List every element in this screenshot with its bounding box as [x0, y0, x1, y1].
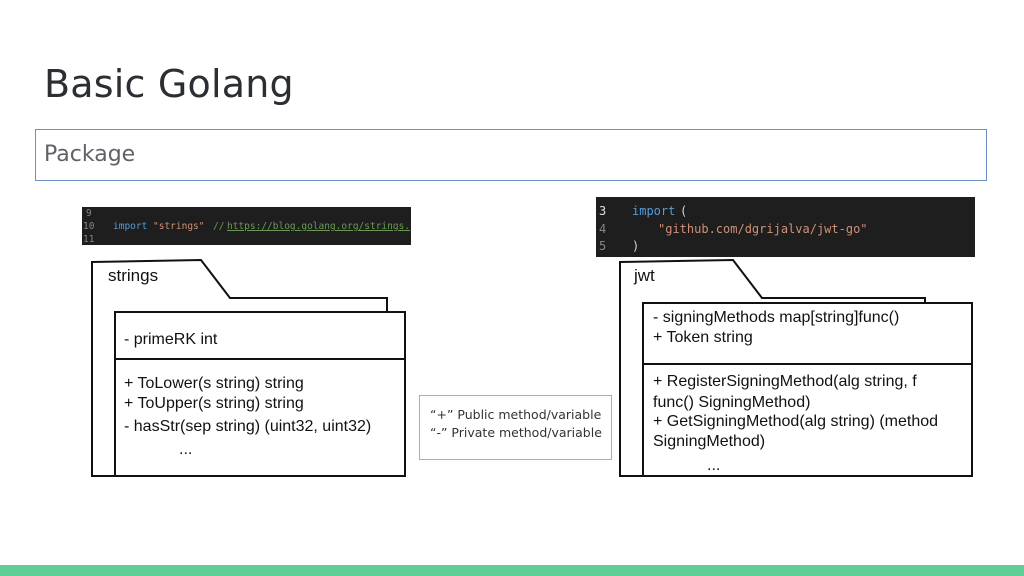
code-string: "strings": [153, 221, 205, 232]
footer-bar: [0, 565, 1024, 576]
line-number: 4: [599, 222, 607, 236]
code-string: "github.com/dgrijalva/jwt-go": [658, 222, 868, 236]
code-punct: ): [632, 239, 640, 253]
method-tolower: + ToLower(s string) string: [124, 375, 304, 392]
slide-title: Basic Golang: [44, 62, 294, 106]
method-hasstr: - hasStr(sep string) (uint32, uint32): [124, 418, 372, 435]
field-primerk: - primeRK int: [124, 331, 218, 348]
line-number: 9: [86, 208, 92, 219]
method-getsigningmethod: + GetSigningMethod(alg string) (method: [653, 413, 939, 430]
line-number: 5: [599, 239, 607, 253]
visibility-legend: “+” Public method/variable “-” Private m…: [419, 395, 612, 460]
subtitle-box: Package: [35, 129, 987, 181]
code-keyword: import: [632, 204, 676, 218]
field-signingmethods: - signingMethods map[string]func(): [653, 309, 900, 326]
line-number: 3: [599, 204, 607, 218]
slide-subtitle: Package: [44, 142, 136, 167]
line-number: 11: [83, 234, 95, 245]
method-registersigningmethod: + RegisterSigningMethod(alg string, f: [653, 373, 917, 390]
package-name-strings: strings: [108, 266, 159, 285]
code-keyword: import: [113, 221, 148, 232]
method-toupper: + ToUpper(s string) string: [124, 395, 304, 412]
package-name-jwt: jwt: [634, 266, 655, 285]
legend-private: “-” Private method/variable: [430, 425, 602, 440]
code-url: https://blog.golang.org/strings.: [227, 221, 411, 232]
method-registersigningmethod-cont: func() SigningMethod): [653, 394, 811, 411]
folder-strings-shape: [91, 258, 406, 477]
field-token: + Token string: [653, 329, 753, 346]
code-snippet-jwt: 3 import ( 4 "github.com/dgrijalva/jwt-g…: [596, 197, 975, 257]
legend-public: “+” Public method/variable: [430, 407, 602, 422]
code-punct: (: [680, 204, 688, 218]
line-number: 10: [83, 221, 95, 232]
ellipsis: ...: [179, 441, 193, 458]
code-snippet-strings: 9 10 import "strings" // https://blog.go…: [82, 207, 411, 245]
ellipsis: ...: [707, 457, 721, 474]
method-getsigningmethod-cont: SigningMethod): [653, 433, 766, 450]
code-comment: //: [213, 221, 225, 232]
